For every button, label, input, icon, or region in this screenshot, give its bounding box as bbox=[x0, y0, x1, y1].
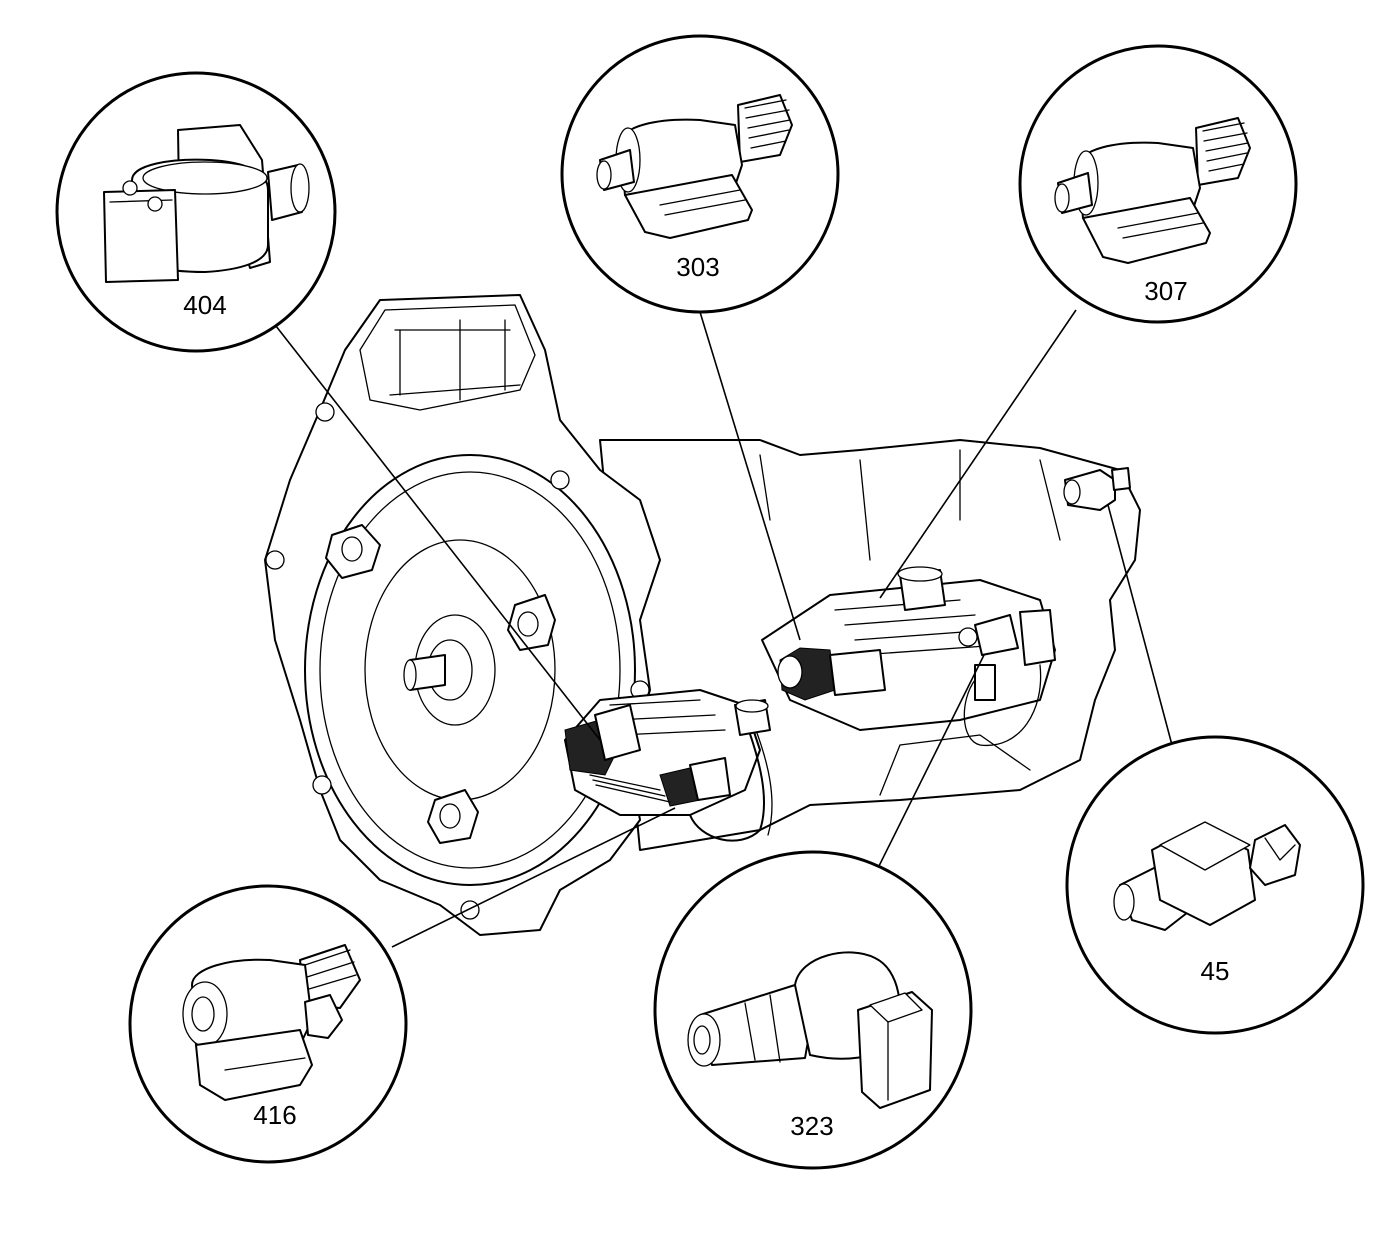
shift-solenoid-icon bbox=[1054, 117, 1251, 264]
callout-323: 323 bbox=[653, 850, 973, 1170]
converter-stud bbox=[325, 524, 381, 579]
pressure-control-solenoid-icon bbox=[103, 124, 310, 283]
pwm-solenoid-icon bbox=[182, 944, 361, 1101]
callout-307: 307 bbox=[1018, 44, 1298, 324]
leader-lines bbox=[264, 309, 1173, 948]
callout-416: 416 bbox=[128, 884, 408, 1164]
callout-label: 303 bbox=[676, 252, 719, 282]
tcc-solenoid-icon bbox=[687, 951, 933, 1109]
leader-323 bbox=[877, 654, 985, 869]
leader-416 bbox=[391, 807, 676, 948]
callout-45: 45 bbox=[1065, 735, 1365, 1035]
leader-307 bbox=[879, 309, 1077, 599]
shift-solenoid-icon bbox=[596, 94, 793, 239]
callout-label: 323 bbox=[790, 1111, 833, 1141]
callout-404: 404 bbox=[55, 71, 337, 353]
callout-label: 416 bbox=[253, 1100, 296, 1130]
callout-303: 303 bbox=[560, 34, 840, 314]
leader-404 bbox=[264, 311, 601, 741]
callout-label: 307 bbox=[1144, 276, 1187, 306]
converter-stud bbox=[427, 789, 479, 844]
callout-label: 45 bbox=[1201, 956, 1230, 986]
callout-label: 404 bbox=[183, 290, 226, 320]
transmission-assembly bbox=[264, 294, 1141, 936]
leader-303 bbox=[699, 311, 801, 641]
speed-sensor-icon bbox=[1113, 821, 1301, 931]
leader-45 bbox=[1107, 504, 1173, 746]
